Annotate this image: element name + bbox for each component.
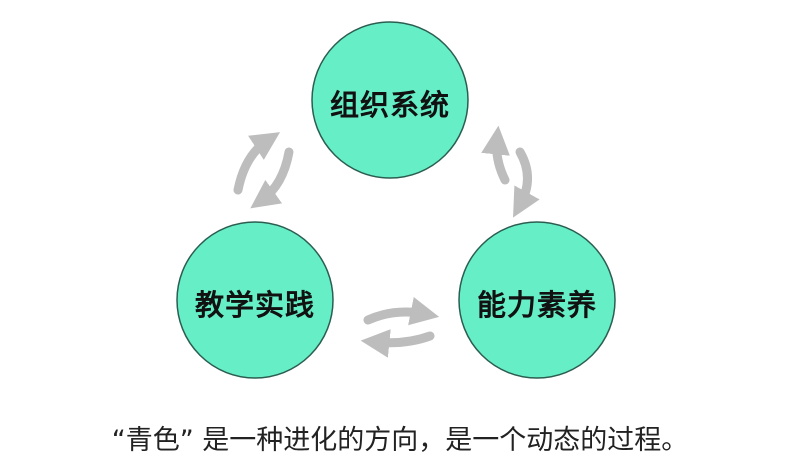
node-label-teaching-practice: 教学实践 (194, 288, 315, 322)
arrow-bottom-right (363, 297, 440, 326)
arrow-right-down (513, 147, 540, 218)
node-circle-org-system (311, 21, 469, 179)
arrow-right-up (481, 125, 510, 185)
node-label-competence: 能力素养 (476, 288, 597, 322)
arrow-left-up (233, 132, 281, 195)
node-circle-teaching-practice (176, 221, 334, 379)
arrow-left-down (250, 147, 294, 209)
node-circle-competence (458, 221, 616, 379)
node-label-org-system: 组织系统 (329, 88, 450, 122)
arrow-bottom-left (360, 329, 435, 358)
caption: “青色” 是一种进化的方向，是一个动态的过程。 (111, 425, 689, 456)
